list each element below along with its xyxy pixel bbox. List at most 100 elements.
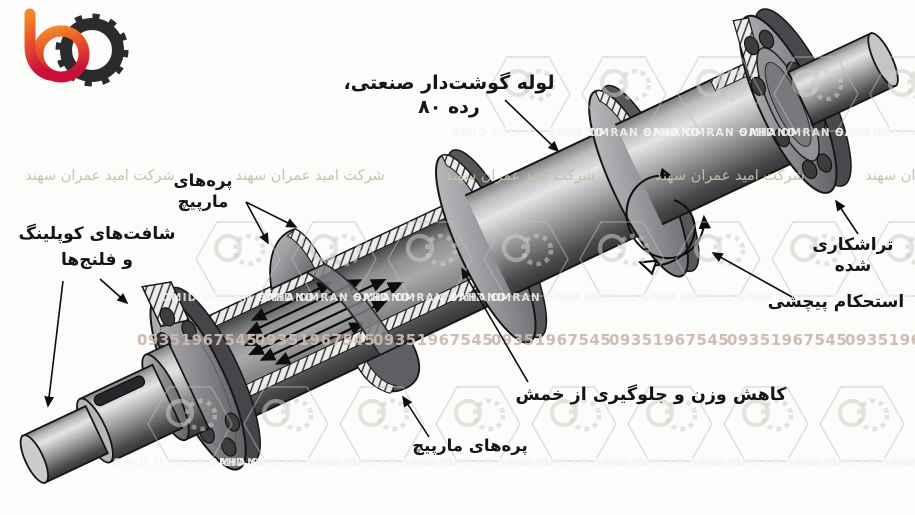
watermark-phone: 09351967545 [373, 331, 493, 349]
watermark-hexagon-icon [243, 386, 329, 462]
watermark-company-en: OMID OMRAN SAHAND [737, 292, 891, 304]
watermark-gear-ring-icon [856, 398, 890, 432]
company-logo [24, 8, 129, 87]
helix-flight-band [304, 262, 399, 356]
watermark-gear-ring-icon [232, 233, 266, 267]
watermark-company-en: OMID OMRAN SAHAND [593, 457, 747, 469]
watermark-phone: 09351967545 [255, 331, 375, 349]
leader-blades-bottom [402, 395, 430, 438]
watermark-company-en: OMID OMRAN SAHAND [785, 457, 915, 469]
watermark-phone: 09351967545 [137, 331, 257, 349]
watermark-ring-icon [645, 398, 675, 428]
watermark-company-en: OMID OMRAN SAHAND [545, 292, 699, 304]
watermark-gear-ring-icon [568, 398, 602, 432]
watermark-ring-icon [309, 233, 339, 263]
watermark-company-fa: شرکت امید عمران سهند [235, 168, 384, 184]
watermark-company-en: OMID OMRAN SAHAND [881, 457, 915, 469]
watermark-ring-icon [453, 398, 483, 428]
watermark-ring-icon [791, 68, 821, 98]
watermark-gear-ring-icon [376, 398, 410, 432]
watermark-company-en: OMID OMRAN SAHAND [547, 127, 701, 139]
watermark-ring-icon [405, 233, 435, 263]
watermark-ring-icon [695, 68, 725, 98]
watermark-hexagon-icon [339, 386, 425, 462]
watermark-phone: 09351967545 [727, 331, 847, 349]
watermark-ring-icon [887, 68, 915, 98]
watermark-hexagon-icon [579, 221, 665, 297]
watermark-ring-icon [503, 68, 533, 98]
shaft-stub [787, 31, 899, 126]
watermark-hexagon-icon [771, 221, 857, 297]
watermark-gear-ring-icon [520, 233, 554, 267]
watermark-hexagon-icon [435, 386, 521, 462]
watermark-company-en: OMID OMRAN SAHAND [305, 457, 459, 469]
watermark-ring-icon [165, 398, 195, 428]
watermark-gear-ring-icon [618, 68, 652, 102]
watermark-company-en: OMID OMRAN SAHAND [113, 457, 267, 469]
watermark-hexagon-icon [387, 221, 473, 297]
watermark-company-en: OMID OMRAN SAHAND [161, 292, 315, 304]
watermark-ring-icon [213, 233, 243, 263]
watermark-company-en: OMID OMRAN SAHAND [643, 127, 797, 139]
watermark-hexagon-icon [867, 221, 915, 297]
watermark-company-fa: شرکت امید عمران سهند [445, 168, 594, 184]
watermark-hexagon-icon [723, 386, 809, 462]
leader-coupling-a [99, 278, 129, 305]
watermark-ring-icon [597, 233, 627, 263]
watermark-gear-ring-icon [522, 68, 556, 102]
watermark-gear-ring-icon [808, 233, 842, 267]
watermark-gear-ring-icon [810, 68, 844, 102]
leader-machined [835, 199, 859, 235]
watermark-ring-icon [885, 233, 915, 263]
watermark-hexagon-icon [819, 386, 905, 462]
watermark-gear-ring-icon [714, 68, 748, 102]
watermark-ring-icon [549, 398, 579, 428]
watermark-phone: 09351967545 [845, 331, 915, 349]
leader-torsional [711, 252, 793, 298]
watermark-ring-icon [789, 233, 819, 263]
watermark-company-en: OMID OMRAN SAHAND [209, 457, 363, 469]
leader-pipe [504, 99, 560, 153]
watermark-company-en: OMID OMRAN SAHAND [353, 292, 507, 304]
watermark-ring-icon [599, 68, 629, 98]
watermark-hexagon-icon [677, 56, 763, 132]
watermark-gear-ring-icon [424, 233, 458, 267]
watermark-hexagon-icon [627, 386, 713, 462]
watermark-company-fa: شرکت امید عمران سهند [655, 168, 804, 184]
leader-arrows [44, 99, 859, 438]
leader-weight [461, 267, 529, 383]
watermark-ring-icon [261, 398, 291, 428]
watermark-hexagon-icon [773, 56, 859, 132]
label-helical-blades-bottom: پره‌های مارپیچ [412, 436, 528, 455]
watermark-gear-ring-icon [760, 398, 794, 432]
watermark-gear-ring-icon [664, 398, 698, 432]
watermark-company-en: OMID OMRAN SAHAND [449, 292, 603, 304]
leader-blades-top-b [245, 201, 298, 228]
watermark-hexagon-icon [531, 386, 617, 462]
keyway [93, 375, 146, 407]
watermark-phone: 09351967545 [609, 331, 729, 349]
watermark-gear-ring-icon [616, 233, 650, 267]
label-torsional-strength: استحکام پیچشی [767, 292, 905, 312]
watermark-hexagon-icon [291, 221, 377, 297]
watermark-company-fa: شرکت امید عمران سهند [865, 168, 915, 184]
watermark-gear-ring-icon [328, 233, 362, 267]
watermark-company-en: OMID OMRAN SAHAND [835, 127, 915, 139]
leader-coupling-b [44, 280, 64, 408]
watermark-gear-ring-icon [184, 398, 218, 432]
label-pipe-schedule80: لوله گوشت‌دار صنعتی، رده ۸۰ [343, 72, 555, 118]
label-coupling-shafts-flanges: شافت‌های کوپلینگ و فلنج‌ها [14, 221, 180, 274]
watermark-hexagon-icon [147, 386, 233, 462]
watermark-ring-icon [741, 398, 771, 428]
watermark-hexagon-icon [581, 56, 667, 132]
watermark-gear-ring-icon [712, 233, 746, 267]
watermark-ring-icon [693, 233, 723, 263]
watermark-hexagon-icon [869, 56, 915, 132]
label-weight-reduction: کاهش وزن و جلوگیری از خمش [515, 385, 787, 405]
watermark-hexagon-icon [195, 221, 281, 297]
watermark-company-en: OMID OMRAN SAHAND [739, 127, 893, 139]
watermark-company-en: OMID OMRAN SAHAND [257, 292, 411, 304]
label-coupling-line2: و فلنج‌ها [61, 250, 133, 271]
